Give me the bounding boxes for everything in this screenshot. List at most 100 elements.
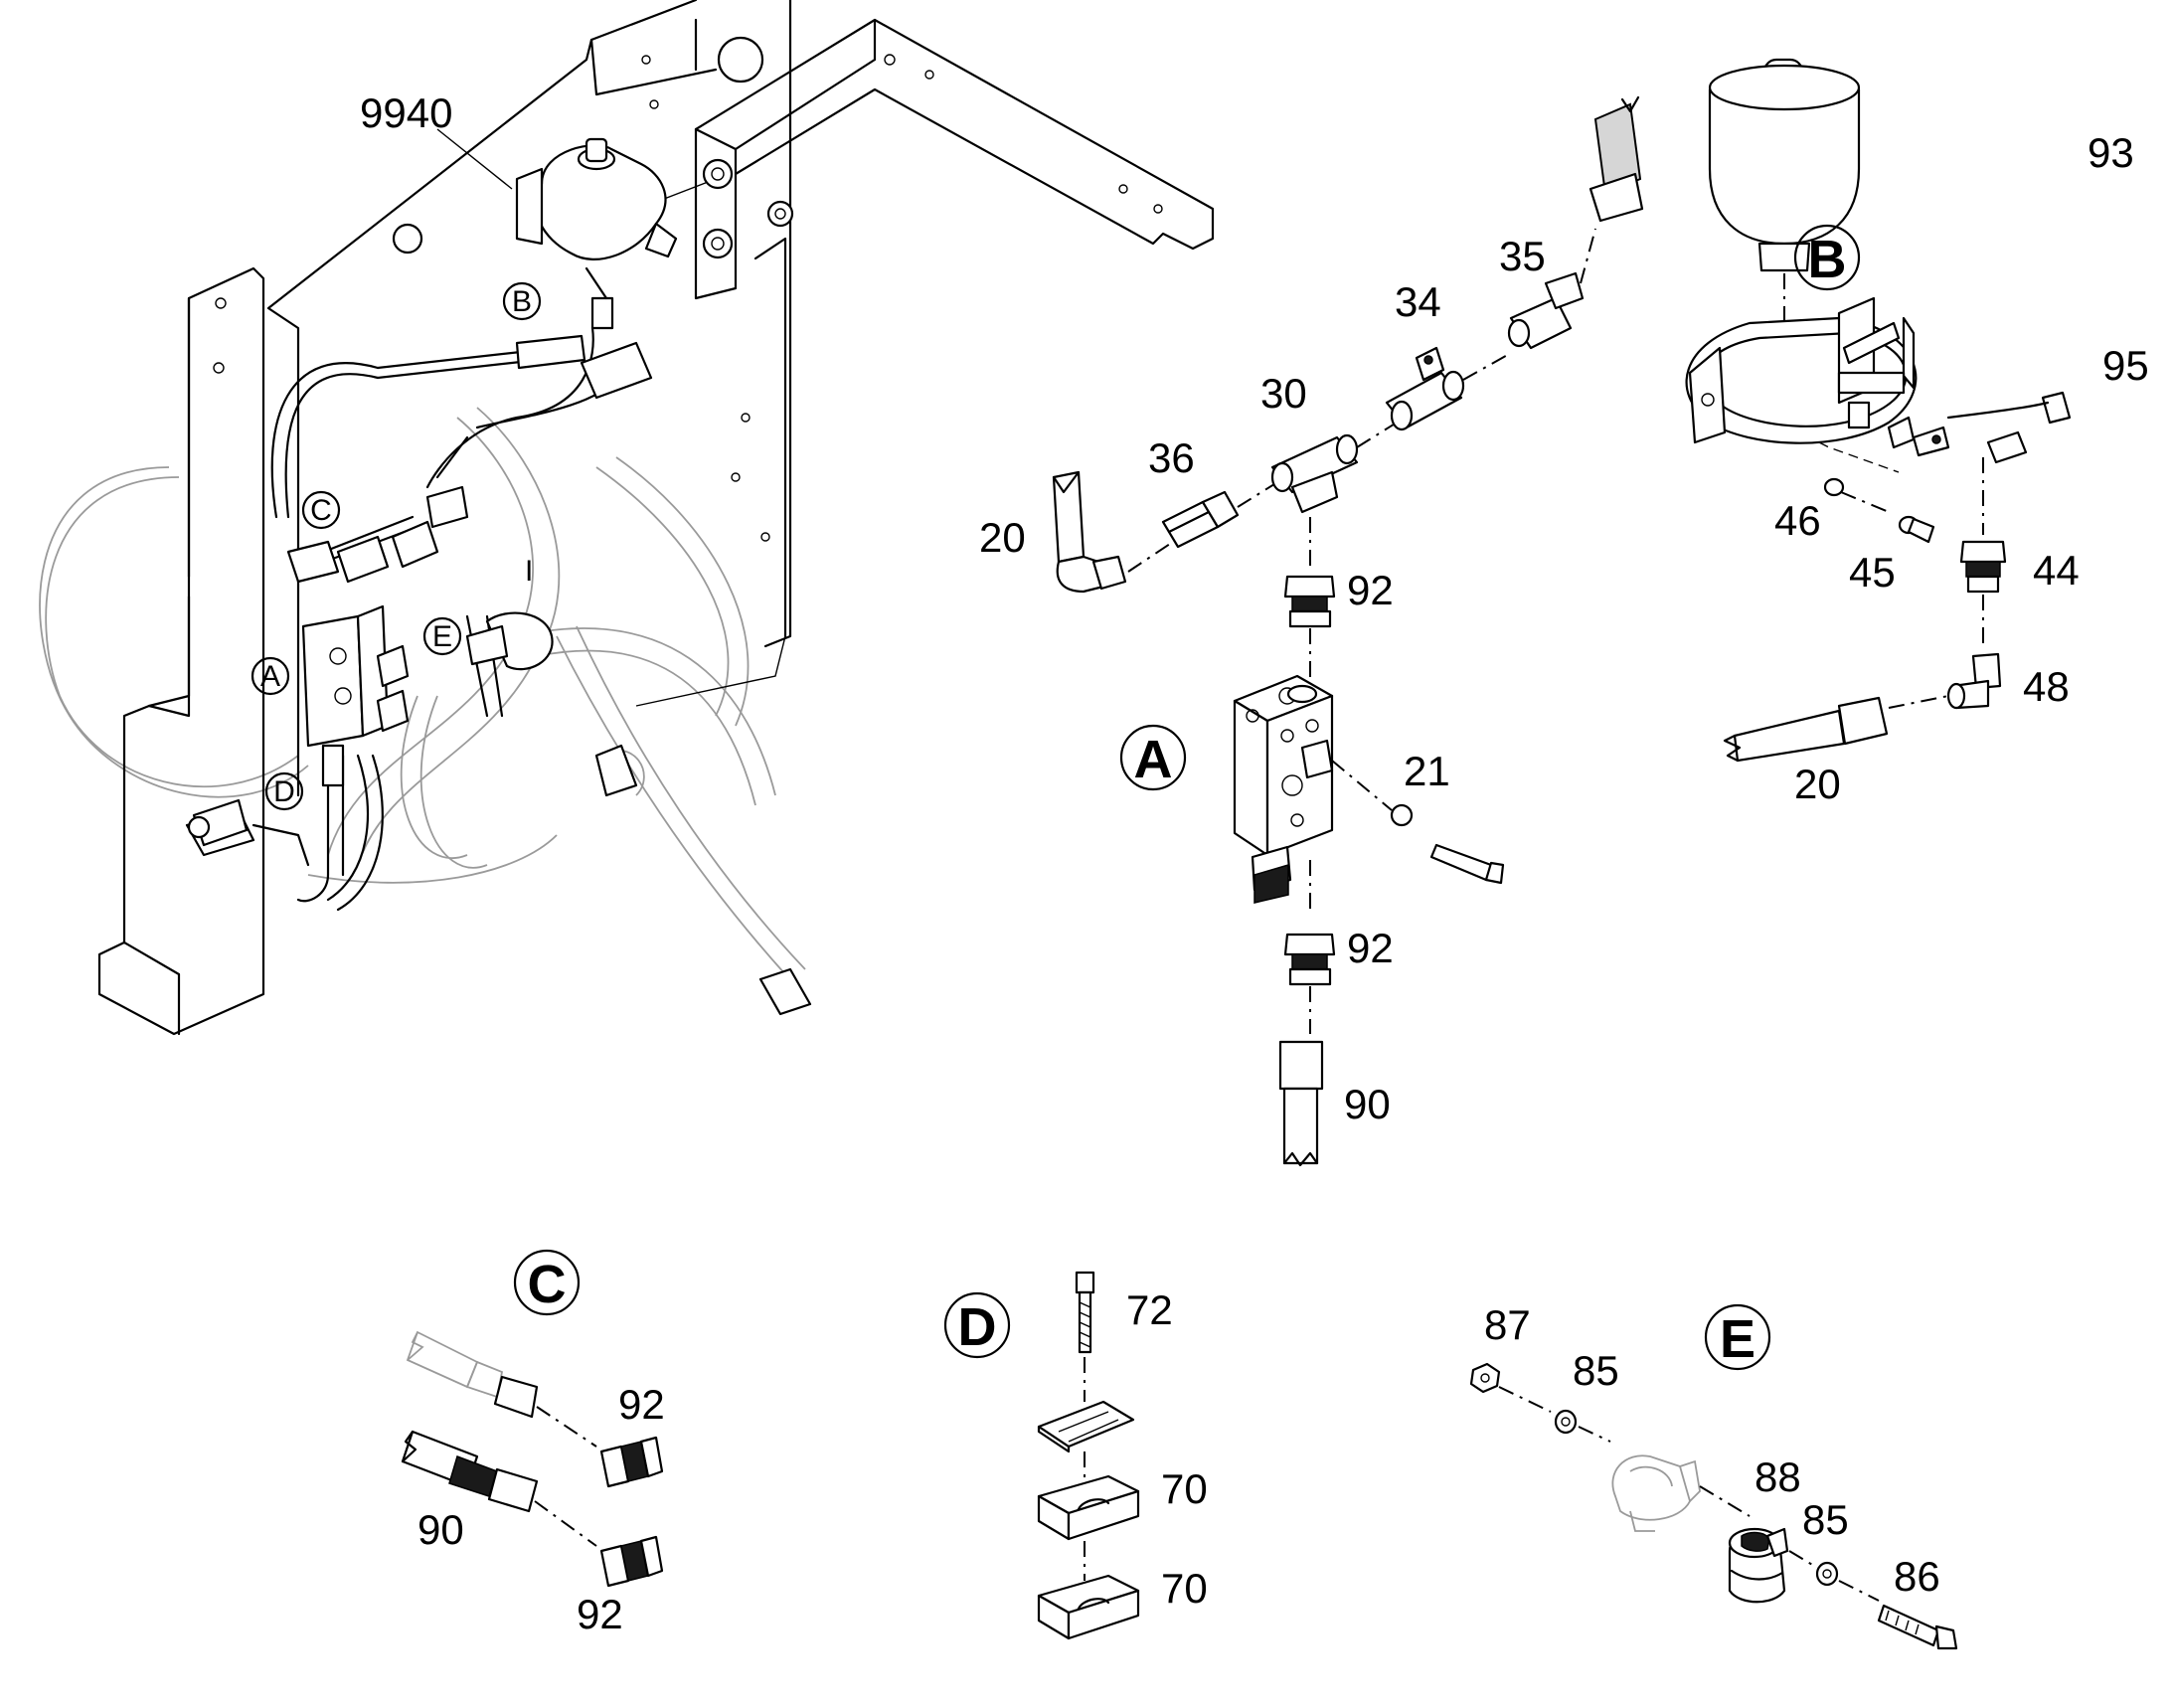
elbow-48 <box>1946 652 2002 710</box>
hose-20-right <box>1723 696 1889 763</box>
bubble-D: D <box>264 771 304 811</box>
callout-B: B <box>1793 224 1861 291</box>
svg-text:D: D <box>958 1297 997 1357</box>
bolt-86 <box>1877 1604 1958 1650</box>
label-D-72: 72 <box>1126 1286 1173 1333</box>
label-E-85-left: 85 <box>1573 1347 1619 1394</box>
label-D-70-top: 70 <box>1161 1465 1208 1512</box>
label-90: 90 <box>1344 1081 1391 1127</box>
plate-D <box>1037 1400 1135 1453</box>
callout-A: A <box>1119 724 1187 791</box>
svg-text:C: C <box>528 1255 567 1314</box>
detail-B: B <box>1685 58 2072 763</box>
bubble-E: E <box>422 616 462 656</box>
overview-valve-block <box>301 604 410 787</box>
label-C-92-bottom: 92 <box>577 1591 623 1637</box>
label-E-85-right: 85 <box>1802 1496 1849 1543</box>
fitting-44 <box>1959 540 2007 594</box>
label-E-88: 88 <box>1755 1453 1801 1500</box>
valve-block-A <box>1233 674 1334 904</box>
bolt-72 <box>1075 1271 1095 1354</box>
label-44: 44 <box>2033 547 2080 594</box>
detail-D: D 72 70 70 <box>943 1271 1208 1640</box>
assembly-number: 9940 <box>360 89 452 136</box>
label-C-92-top: 92 <box>618 1381 665 1428</box>
svg-text:B: B <box>512 285 532 318</box>
overview-mark: I <box>525 555 533 588</box>
label-21: 21 <box>1404 748 1450 794</box>
svg-text:B: B <box>1808 230 1847 289</box>
tee-34 <box>1385 346 1465 431</box>
detail-C: C 92 90 92 <box>401 1249 665 1637</box>
washer-85-left <box>1554 1409 1578 1435</box>
vertical-post <box>97 266 265 1036</box>
clamp-E <box>1611 1454 1701 1532</box>
label-20-right: 20 <box>1794 761 1841 807</box>
fitting-92-lower <box>1283 933 1336 986</box>
svg-text:E: E <box>1720 1309 1755 1369</box>
hose-upper-right <box>1588 95 1644 223</box>
svg-text:D: D <box>273 775 295 808</box>
detail-E: E <box>1469 1301 1958 1650</box>
tee-30 <box>1270 433 1359 514</box>
label-95: 95 <box>2102 342 2149 389</box>
detail-A-labels: 20 36 30 34 35 92 21 92 90 <box>979 233 1546 1127</box>
svg-text:A: A <box>260 660 280 693</box>
overview-assembly <box>39 0 1215 1036</box>
accumulator-93 <box>1708 58 1861 272</box>
label-E-86: 86 <box>1894 1553 1940 1600</box>
label-45: 45 <box>1849 549 1896 596</box>
label-92-upper: 92 <box>1347 567 1394 613</box>
label-36: 36 <box>1148 434 1195 481</box>
ghost-hoses <box>39 407 806 975</box>
label-48: 48 <box>2023 663 2070 710</box>
frame-plate <box>266 0 792 797</box>
label-D-70-bottom: 70 <box>1161 1565 1208 1612</box>
hose-C-lower <box>401 1430 539 1513</box>
frame-accumulator <box>515 137 678 330</box>
fitting-36 <box>1161 490 1240 549</box>
callout-D: D <box>943 1291 1011 1359</box>
label-35: 35 <box>1499 233 1546 279</box>
svg-text:C: C <box>310 494 332 527</box>
washer-46 <box>1823 477 1845 497</box>
callout-E: E <box>1704 1303 1771 1371</box>
nut-87 <box>1469 1362 1501 1394</box>
bubble-B: B <box>502 281 542 321</box>
fitting-C-92-top <box>599 1436 664 1488</box>
svg-text:A: A <box>1134 730 1173 789</box>
frame-hole <box>392 223 423 255</box>
label-93: 93 <box>2088 129 2134 176</box>
clamp-half-D-bottom <box>1037 1574 1140 1640</box>
washer-85-right <box>1815 1561 1839 1587</box>
hose-90 <box>1278 1040 1324 1167</box>
detail-A: A <box>1052 95 1644 1167</box>
detail-B-labels: 93 95 46 45 44 48 20 <box>1774 129 2149 807</box>
label-46: 46 <box>1774 497 1821 544</box>
screw-45 <box>1898 515 1935 544</box>
bolt-21 <box>1390 803 1505 885</box>
overview-labels: 9940 B C E A D I <box>251 89 542 811</box>
fitting-C-92-bottom <box>599 1535 664 1588</box>
label-20-left: 20 <box>979 514 1026 561</box>
elbow-35 <box>1507 271 1585 350</box>
upper-bracket <box>694 18 1215 300</box>
bracket-bolts <box>702 158 794 259</box>
bubble-A: A <box>251 656 290 696</box>
label-34: 34 <box>1395 278 1441 325</box>
callout-C: C <box>513 1249 581 1316</box>
label-30: 30 <box>1260 370 1307 417</box>
grommet-88 <box>1728 1527 1789 1604</box>
label-92-lower: 92 <box>1347 925 1394 971</box>
overview-hoses <box>185 326 812 1016</box>
frame-hole <box>717 36 764 84</box>
clamp-95 <box>1685 296 2072 464</box>
svg-text:E: E <box>432 620 452 653</box>
hose-C-upper <box>406 1330 539 1419</box>
clamp-half-D-top <box>1037 1474 1140 1541</box>
label-E-87: 87 <box>1484 1301 1531 1348</box>
hose-20-left <box>1052 470 1127 594</box>
label-C-90: 90 <box>418 1506 464 1553</box>
